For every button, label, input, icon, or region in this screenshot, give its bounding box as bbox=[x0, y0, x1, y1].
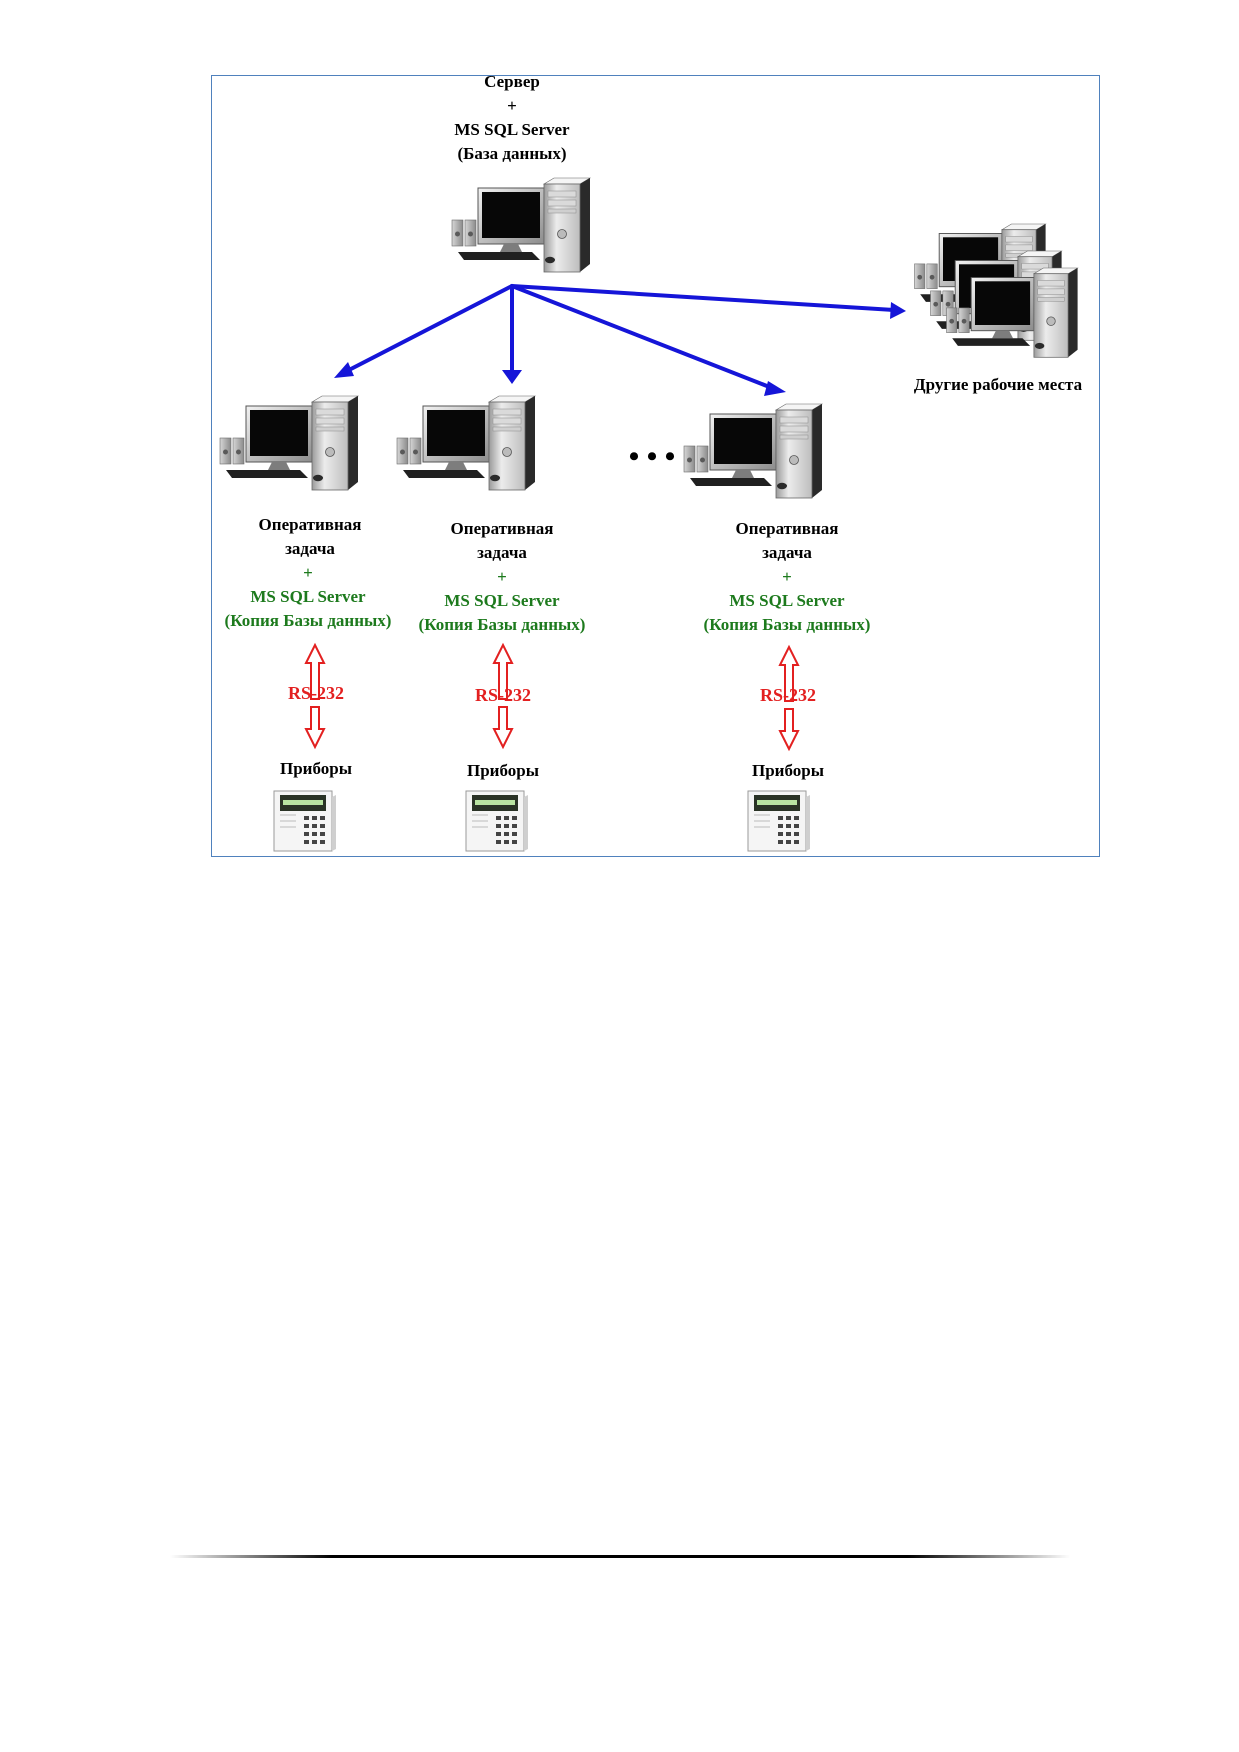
server-plus: + bbox=[507, 96, 517, 115]
workstation-2-rs232-label: RS-232 bbox=[474, 685, 531, 705]
ellipsis: • • • bbox=[628, 440, 676, 473]
workstation-2-label: Оперативная задача bbox=[404, 517, 600, 565]
db-plus: + bbox=[497, 567, 507, 586]
task-line1: Оперативная bbox=[735, 519, 839, 538]
arrowhead-other-workplaces bbox=[890, 302, 906, 319]
workstation-1-computer-icon bbox=[219, 395, 359, 491]
arrowhead-workstation-1 bbox=[334, 362, 354, 378]
network-arrowheads bbox=[334, 302, 906, 396]
workstation-3-computer-icon bbox=[683, 403, 823, 499]
task-line1: Оперативная bbox=[450, 519, 554, 538]
arrow-to-workstation-1 bbox=[345, 284, 514, 373]
arrowhead-workstation-2 bbox=[502, 370, 522, 384]
task-line2: задача bbox=[762, 543, 812, 562]
workstation-2-db-label: + MS SQL Server (Копия Базы данных) bbox=[402, 565, 602, 637]
workstation-1-devices-label: Приборы bbox=[280, 759, 352, 778]
workstation-1-label: Оперативная задача bbox=[212, 513, 408, 561]
server-db-note: (База данных) bbox=[457, 144, 567, 163]
server-label: Сервер + MS SQL Server (База данных) bbox=[412, 70, 612, 166]
device-panel-icon-2 bbox=[465, 790, 529, 852]
workstation-cluster-icon bbox=[914, 223, 1079, 358]
footer-rule bbox=[170, 1555, 1070, 1558]
workstation-2-computer-icon bbox=[396, 395, 536, 491]
db-name: MS SQL Server bbox=[444, 591, 560, 610]
db-name: MS SQL Server bbox=[729, 591, 845, 610]
workstation-3-db-label: + MS SQL Server (Копия Базы данных) bbox=[687, 565, 887, 637]
arrow-to-workstation-3 bbox=[510, 284, 774, 390]
network-diagram bbox=[219, 177, 1079, 852]
task-line2: задача bbox=[285, 539, 335, 558]
workstation-1-rs232-label: RS-232 bbox=[287, 683, 344, 703]
db-note: (Копия Базы данных) bbox=[224, 611, 392, 630]
device-panel-icon-1 bbox=[273, 790, 337, 852]
device-panel-icon-3 bbox=[747, 790, 811, 852]
diagram-frame: Сервер + MS SQL Server (База данных) Дру… bbox=[208, 72, 1100, 857]
workstation-1-db-label: + MS SQL Server (Копия Базы данных) bbox=[208, 561, 408, 633]
workstation-3-rs232-label: RS-232 bbox=[759, 685, 816, 705]
arrow-to-other-workplaces bbox=[510, 284, 896, 312]
db-note: (Копия Базы данных) bbox=[703, 615, 871, 634]
network-arrows bbox=[345, 284, 896, 390]
db-plus: + bbox=[303, 563, 313, 582]
server-computer-icon bbox=[451, 177, 591, 273]
workstation-2-devices-label: Приборы bbox=[467, 761, 539, 780]
arrowhead-workstation-3 bbox=[764, 381, 786, 396]
other-workplaces-label: Другие рабочие места bbox=[913, 375, 1083, 394]
task-line1: Оперативная bbox=[258, 515, 362, 534]
db-note: (Копия Базы данных) bbox=[418, 615, 586, 634]
server-title: Сервер bbox=[484, 72, 540, 91]
task-line2: задача bbox=[477, 543, 527, 562]
workstation-3-label: Оперативная задача bbox=[689, 517, 885, 565]
db-name: MS SQL Server bbox=[250, 587, 366, 606]
workstation-3-devices-label: Приборы bbox=[752, 761, 824, 780]
server-db-name: MS SQL Server bbox=[454, 120, 570, 139]
db-plus: + bbox=[782, 567, 792, 586]
